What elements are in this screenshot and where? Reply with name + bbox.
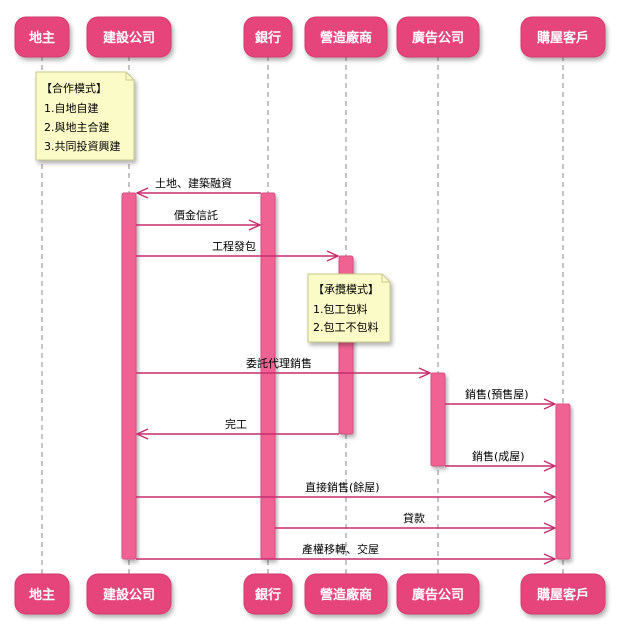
- message-label: 銷售(成屋): [472, 449, 525, 463]
- message-completed-sale: [445, 460, 557, 472]
- note-line: 3.共同投資興建: [44, 139, 121, 153]
- participant-bank-bottom: 銀行: [243, 573, 293, 615]
- note-line: 【承攬模式】: [313, 282, 379, 296]
- participants-bottom: 地主 建設公司 銀行 營造廠商 廣告公司 購屋客戶: [14, 573, 606, 615]
- participant-buyer-bottom: 購屋客戶: [520, 573, 606, 615]
- participant-label: 建設公司: [103, 587, 155, 603]
- note-line: 2.與地主合建: [44, 120, 110, 134]
- message-escrow: [136, 219, 262, 231]
- participant-label: 購屋客戶: [536, 587, 589, 603]
- message-land-financing: [135, 187, 261, 199]
- participant-label: 營造廠商: [320, 587, 372, 603]
- message-construction-contract: [136, 250, 340, 262]
- message-label: 價金信託: [174, 208, 218, 222]
- message-presale: [445, 398, 557, 410]
- note-line: 2.包工不包料: [313, 320, 379, 334]
- participant-developer-bottom: 建設公司: [86, 573, 172, 615]
- participant-landowner-bottom: 地主: [14, 573, 70, 615]
- message-label: 工程發包: [212, 239, 256, 253]
- message-direct-sale: [136, 491, 557, 503]
- participants-top: 地主 建設公司 銀行 營造廠商 廣告公司 購屋客戶: [14, 16, 606, 58]
- activation-bank: [260, 192, 276, 560]
- participant-label: 銀行: [255, 30, 281, 46]
- message-label: 土地、建築融資: [155, 176, 232, 190]
- message-sales-agency: [136, 367, 432, 379]
- participant-buyer-top: 購屋客戶: [520, 16, 606, 58]
- message-labels: 土地、建築融資 價金信託 工程發包 委託代理銷售 銷售(預售屋) 完工 銷售(成…: [155, 176, 529, 556]
- message-completion: [135, 428, 339, 440]
- note-line: 【合作模式】: [41, 81, 107, 95]
- message-loan: [275, 522, 557, 534]
- activation-buyer: [555, 403, 571, 560]
- activations: [121, 192, 571, 560]
- activation-developer: [121, 192, 137, 560]
- participant-agency-top: 廣告公司: [396, 16, 480, 58]
- participant-label: 廣告公司: [412, 30, 464, 46]
- participant-bank-top: 銀行: [243, 16, 293, 58]
- note-line: 1.自地自建: [44, 101, 99, 115]
- participant-label: 銀行: [255, 587, 281, 603]
- message-label: 直接銷售(餘屋): [305, 480, 380, 494]
- participant-label: 地主: [29, 30, 55, 46]
- participant-label: 建設公司: [103, 30, 155, 46]
- participant-landowner-top: 地主: [14, 16, 70, 58]
- message-label: 完工: [225, 417, 247, 431]
- note-contract-modes: 【承攬模式】 1.包工包料 2.包工不包料: [307, 273, 391, 343]
- participant-contractor-bottom: 營造廠商: [304, 573, 388, 615]
- activation-agency: [430, 372, 446, 467]
- participant-label: 營造廠商: [320, 30, 372, 46]
- note-line: 1.包工包料: [313, 302, 368, 316]
- participant-label: 購屋客戶: [536, 30, 589, 46]
- participant-agency-bottom: 廣告公司: [396, 573, 480, 615]
- participant-label: 廣告公司: [412, 587, 464, 603]
- messages: [135, 187, 557, 565]
- note-cooperation-modes: 【合作模式】 1.自地自建 2.與地主合建 3.共同投資興建: [35, 71, 135, 161]
- participant-contractor-top: 營造廠商: [304, 16, 388, 58]
- message-title-transfer: [136, 553, 557, 565]
- message-label: 產權移轉、交屋: [302, 542, 379, 556]
- participant-developer-top: 建設公司: [86, 16, 172, 58]
- participant-label: 地主: [29, 587, 55, 603]
- message-label: 委託代理銷售: [246, 356, 312, 370]
- message-label: 貸款: [403, 511, 425, 525]
- message-label: 銷售(預售屋): [465, 387, 529, 401]
